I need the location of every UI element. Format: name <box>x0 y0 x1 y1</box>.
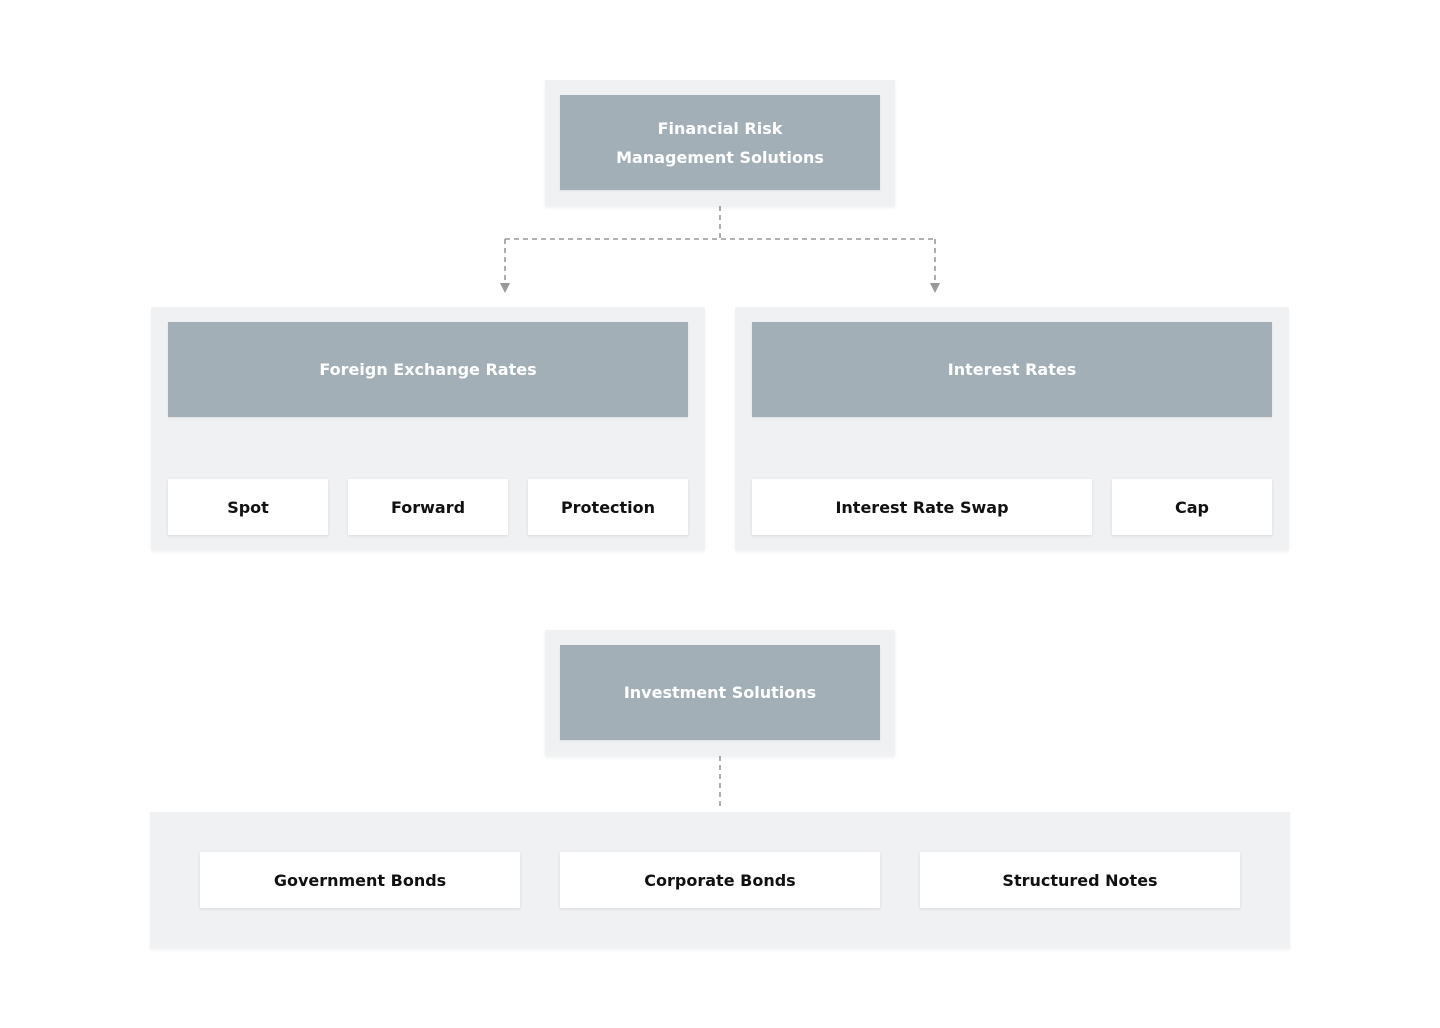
investment-item-label: Corporate Bonds <box>644 870 796 890</box>
ir-item-label: Interest Rate Swap <box>835 497 1009 517</box>
investment-item-label: Government Bonds <box>273 870 447 890</box>
ir-title: Interest Rates <box>947 360 1077 379</box>
ir-header[interactable]: Interest Rates <box>752 322 1272 417</box>
fx-title: Foreign Exchange Rates <box>319 360 537 379</box>
ir-item-label: Cap <box>1175 497 1209 517</box>
fx-item-label: Protection <box>560 497 656 517</box>
investment-header[interactable]: Investment Solutions <box>560 645 880 740</box>
investment-item-structured-notes[interactable]: Structured Notes <box>920 852 1240 908</box>
top-node-header[interactable]: Financial Risk Management Solutions <box>560 95 880 190</box>
fx-item-label: Spot <box>227 497 269 517</box>
fx-item-forward[interactable]: Forward <box>348 479 508 535</box>
ir-item-interest-rate-swap[interactable]: Interest Rate Swap <box>752 479 1092 535</box>
investment-item-government-bonds[interactable]: Government Bonds <box>200 852 520 908</box>
top-node-title: Financial Risk Management Solutions <box>616 118 824 167</box>
fx-item-spot[interactable]: Spot <box>168 479 328 535</box>
connector-top-split <box>505 206 935 240</box>
fx-item-label: Forward <box>390 497 466 517</box>
investment-title: Investment Solutions <box>623 683 817 702</box>
investment-item-corporate-bonds[interactable]: Corporate Bonds <box>560 852 880 908</box>
investment-item-label: Structured Notes <box>1002 870 1158 890</box>
fx-header[interactable]: Foreign Exchange Rates <box>168 322 688 417</box>
ir-item-cap[interactable]: Cap <box>1112 479 1272 535</box>
fx-item-protection[interactable]: Protection <box>528 479 688 535</box>
